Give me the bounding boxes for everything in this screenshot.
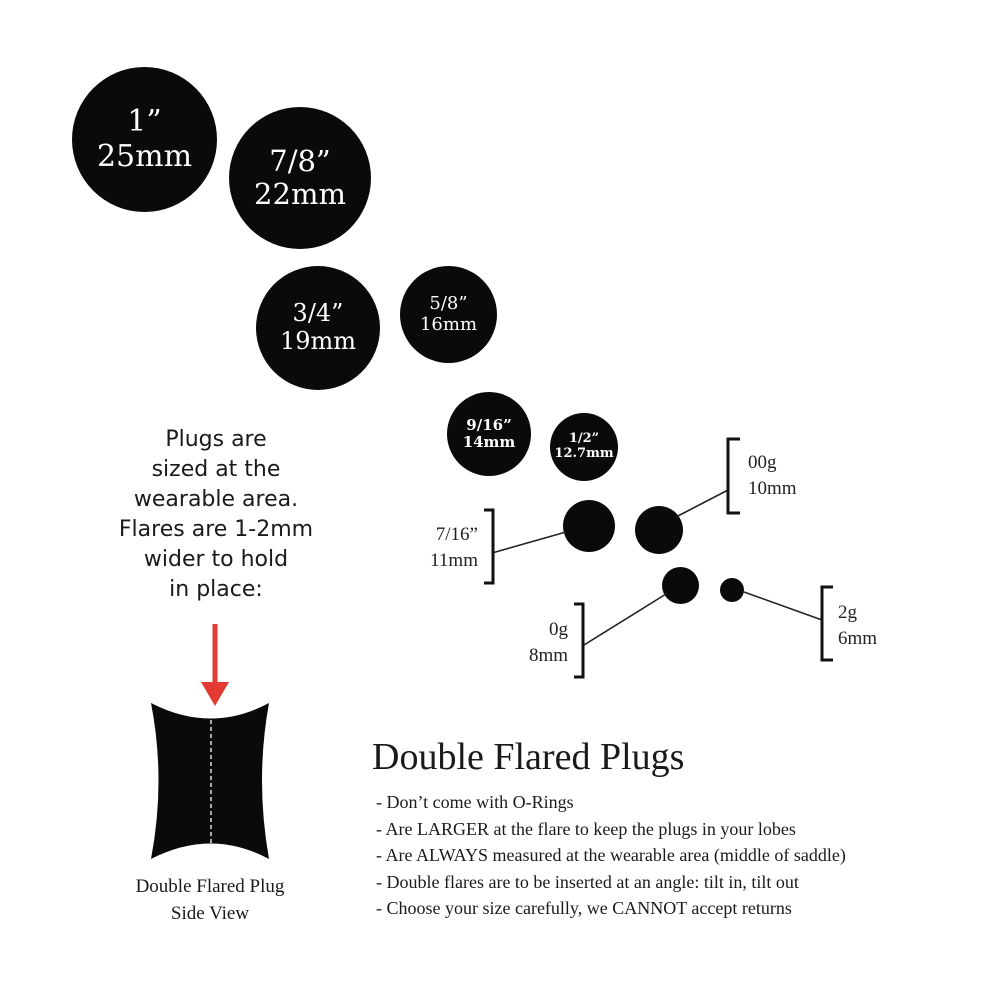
gauge-label-7-16in: 7/16” 11mm	[402, 522, 478, 574]
gauge-label-0g: 0g 8mm	[500, 617, 568, 669]
note-line: in place:	[169, 577, 263, 602]
gauge-label-2g: 2g 6mm	[838, 600, 877, 652]
size-circle-1in: 1” 25mm	[72, 67, 217, 212]
gauge-dot-10mm	[635, 506, 683, 554]
note-line: Plugs are	[165, 427, 267, 452]
caption-line: Double Flared Plug	[135, 876, 285, 897]
bracket-00g	[675, 437, 740, 518]
size-circle-7-8in: 7/8” 22mm	[229, 107, 371, 249]
bracket-0g	[574, 593, 667, 679]
gauge-inch: 7/16”	[435, 524, 478, 545]
bracket-2g	[743, 585, 833, 662]
gauge-value: 2g	[838, 602, 857, 623]
page-title: Double Flared Plugs	[372, 736, 685, 778]
size-inch-label: 7/8”	[269, 143, 331, 178]
gauge-mm: 11mm	[430, 550, 478, 571]
size-inch-label: 5/8”	[429, 292, 468, 314]
gauge-mm: 6mm	[838, 628, 878, 649]
size-mm-label: 22mm	[254, 177, 346, 211]
list-item: - Are ALWAYS measured at the wearable ar…	[376, 845, 846, 865]
size-mm-label: 16mm	[419, 313, 478, 335]
sizing-note: Plugs are sized at the wearable area. Fl…	[96, 425, 336, 605]
down-arrow-icon	[201, 624, 229, 706]
list-item: - Don’t come with O-Rings	[376, 792, 574, 812]
size-inch-label: 1”	[127, 104, 162, 139]
gauge-dot-11mm	[563, 500, 615, 552]
gauge-dot-8mm	[662, 567, 699, 604]
bracket-7-16in	[484, 508, 567, 585]
caption-line: Side View	[170, 903, 250, 924]
size-circle-9-16in: 9/16” 14mm	[447, 392, 531, 476]
size-circle-3-4in: 3/4” 19mm	[256, 266, 380, 390]
gauge-mm: 10mm	[748, 478, 797, 499]
gauge-mm: 8mm	[528, 645, 568, 666]
list-item: - Double flares are to be inserted at an…	[376, 871, 799, 892]
size-circle-5-8in: 5/8” 16mm	[400, 266, 497, 363]
note-line: Flares are 1-2mm	[118, 517, 314, 542]
size-mm-label: 14mm	[462, 433, 516, 451]
list-item: - Are LARGER at the flare to keep the pl…	[376, 818, 796, 839]
size-inch-label: 9/16”	[466, 415, 512, 434]
size-inch-label: 1/2”	[568, 431, 600, 447]
size-inch-label: 3/4”	[292, 299, 344, 328]
side-view-caption: Double Flared Plug Side View	[90, 873, 330, 927]
gauge-dot-6mm	[720, 578, 744, 602]
size-mm-label: 19mm	[279, 327, 357, 355]
size-mm-label: 12.7mm	[554, 446, 614, 461]
size-mm-label: 25mm	[96, 138, 193, 174]
size-circle-1-2in: 1/2” 12.7mm	[550, 413, 618, 481]
gauge-value: 0g	[549, 619, 568, 640]
gauge-value: 00g	[748, 452, 777, 473]
plug-side-view-icon	[151, 703, 269, 859]
note-line: wider to hold	[143, 547, 289, 572]
gauge-label-00g: 00g 10mm	[748, 450, 797, 502]
feature-list: - Don’t come with O-Rings - Are LARGER a…	[376, 789, 846, 922]
note-line: wearable area.	[133, 487, 299, 512]
note-line: sized at the	[151, 457, 281, 482]
list-item: - Choose your size carefully, we CANNOT …	[376, 898, 792, 918]
